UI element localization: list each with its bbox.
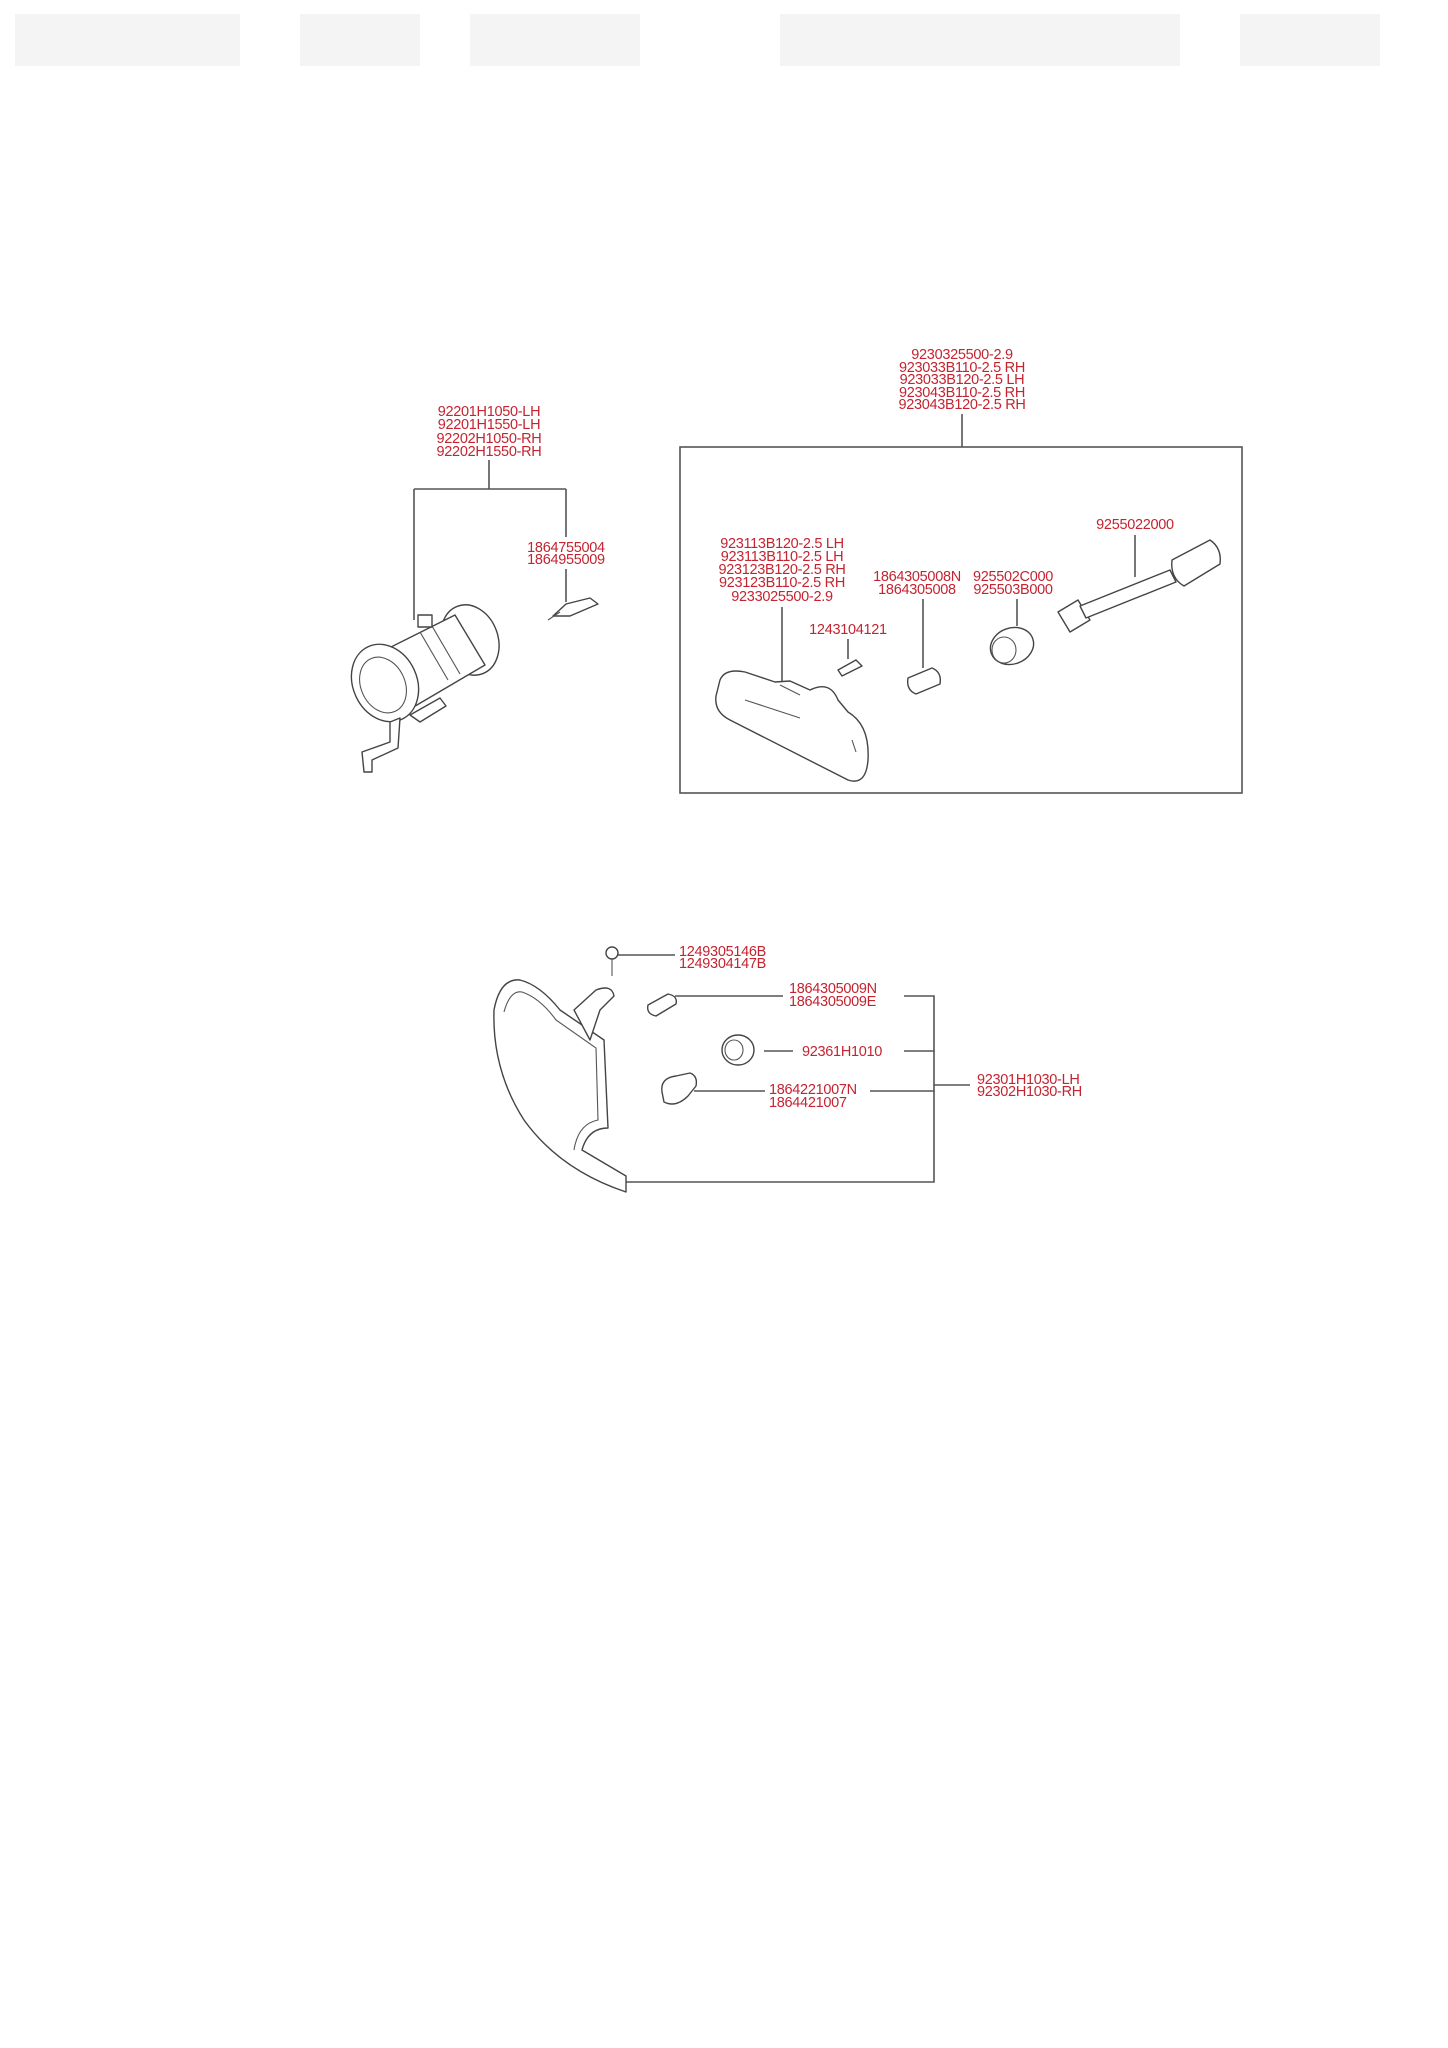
part-number[interactable]: 1864221007N [769, 1082, 857, 1098]
part-number[interactable]: 1864305009E [789, 994, 877, 1010]
corner-lamp-group: 1249305146B 1249304147B 1864305009N 1864… [493, 944, 1082, 1193]
part-number[interactable]: 923033B120-2.5 LH [900, 372, 1025, 388]
part-number[interactable]: 923123B120-2.5 RH [718, 562, 845, 578]
part-number[interactable]: 1864421007 [769, 1095, 847, 1111]
part-number[interactable]: 923043B110-2.5 RH [899, 385, 1025, 401]
bulb-illustration [661, 1072, 698, 1105]
screw-illustration [605, 946, 619, 976]
socket-illustration [989, 626, 1035, 666]
part-number[interactable]: 1864955009 [527, 552, 605, 568]
part-number[interactable]: 925502C000 [973, 569, 1054, 585]
part-number[interactable]: 923113B110-2.5 LH [721, 549, 844, 565]
side-repeater-lens-illustration [715, 670, 869, 782]
part-number[interactable]: 9230325500-2.9 [911, 347, 1013, 363]
part-number[interactable]: 1864755004 [527, 540, 605, 556]
part-number[interactable]: 92202H1550-RH [437, 444, 542, 460]
part-number[interactable]: 92361H1010 [802, 1044, 883, 1060]
corner-socket-illustration [721, 1034, 755, 1066]
faded-header-scan [15, 14, 1380, 66]
assembly-box [679, 446, 1243, 794]
fog-bulb-illustration [547, 597, 599, 621]
leader-line [626, 995, 935, 1183]
part-number[interactable]: 923043B120-2.5 RH [898, 397, 1025, 413]
part-number[interactable]: 923113B120-2.5 LH [720, 536, 844, 552]
fog-lamp-illustration [350, 604, 500, 773]
leader-line [413, 460, 567, 620]
corner-lamp-housing-illustration [493, 979, 627, 1193]
wedge-bulb-illustration [906, 667, 942, 695]
wiring-socket-illustration [1057, 539, 1221, 633]
part-number[interactable]: 1249305146B [679, 944, 766, 960]
side-repeater-group: 9230325500-2.9 923033B110-2.5 RH 923033B… [679, 347, 1243, 794]
small-bulb-illustration [646, 993, 678, 1017]
part-number[interactable]: 923033B110-2.5 RH [899, 360, 1025, 376]
part-number[interactable]: 1864305008 [878, 582, 956, 598]
part-number[interactable]: 92202H1050-RH [437, 431, 542, 447]
part-number[interactable]: 92301H1030-LH [977, 1072, 1080, 1088]
part-number[interactable]: 92302H1030-RH [977, 1084, 1082, 1100]
part-number[interactable]: 9233025500-2.9 [731, 589, 833, 605]
part-number[interactable]: 925503B000 [973, 582, 1053, 598]
fog-lamp-group: 92201H1050-LH 92201H1550-LH 92202H1050-R… [350, 404, 605, 773]
part-number[interactable]: 92201H1050-LH [438, 404, 541, 420]
part-number[interactable]: 1243104121 [809, 622, 887, 638]
part-number[interactable]: 923123B110-2.5 RH [719, 575, 845, 591]
part-number[interactable]: 9255022000 [1096, 517, 1174, 533]
part-number[interactable]: 1249304147B [679, 956, 766, 972]
part-number[interactable]: 1864305008N [873, 569, 961, 585]
part-number[interactable]: 1864305009N [789, 981, 877, 997]
part-number[interactable]: 92201H1550-LH [438, 417, 541, 433]
clip-illustration [837, 659, 863, 677]
